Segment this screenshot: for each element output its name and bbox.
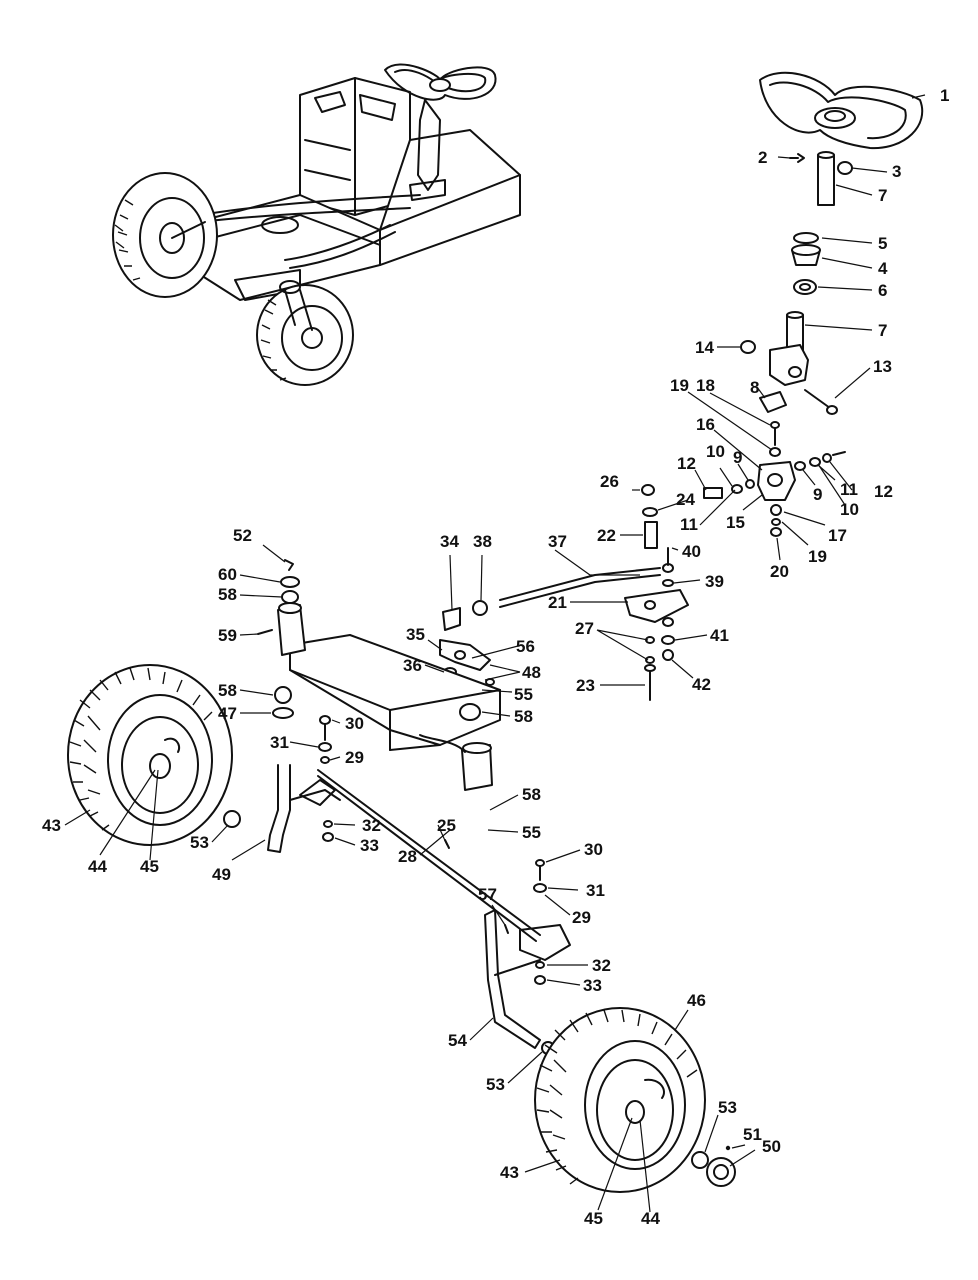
drag-link-assembly bbox=[499, 547, 689, 701]
callout-60: 60 bbox=[218, 565, 237, 584]
callout-58b: 58 bbox=[218, 681, 237, 700]
callout-11b: 11 bbox=[680, 515, 698, 534]
callout-10: 10 bbox=[706, 442, 725, 461]
callout-46: 46 bbox=[687, 991, 706, 1010]
callout-33: 33 bbox=[360, 836, 379, 855]
callout-43b: 43 bbox=[500, 1163, 519, 1182]
steering-wheel-part bbox=[759, 71, 923, 150]
callout-27: 27 bbox=[575, 619, 594, 638]
callout-50: 50 bbox=[762, 1137, 781, 1156]
callout-44b: 44 bbox=[641, 1209, 660, 1228]
steering-shaft-bracket bbox=[740, 311, 838, 415]
callout-55: 55 bbox=[514, 685, 533, 704]
callout-15: 15 bbox=[726, 513, 745, 532]
callout-16: 16 bbox=[696, 415, 715, 434]
callout-19: 19 bbox=[670, 376, 689, 395]
callout-47: 47 bbox=[218, 704, 237, 723]
callout-14: 14 bbox=[695, 338, 714, 357]
callout-1: 1 bbox=[940, 86, 949, 105]
callout-17: 17 bbox=[828, 526, 847, 545]
steering-column-parts bbox=[789, 151, 853, 295]
callout-49: 49 bbox=[212, 865, 231, 884]
callout-54: 54 bbox=[448, 1031, 467, 1050]
callout-23: 23 bbox=[576, 676, 595, 695]
callout-36: 36 bbox=[403, 656, 422, 675]
callout-44: 44 bbox=[88, 857, 107, 876]
front-axle-housing bbox=[277, 602, 501, 791]
callout-18: 18 bbox=[696, 376, 715, 395]
callout-22: 22 bbox=[597, 526, 616, 545]
callout-48: 48 bbox=[522, 663, 541, 682]
callout-53b: 53 bbox=[486, 1075, 505, 1094]
callout-32: 32 bbox=[362, 816, 381, 835]
callout-35: 35 bbox=[406, 625, 425, 644]
callout-38: 38 bbox=[473, 532, 492, 551]
callout-7b: 7 bbox=[878, 321, 887, 340]
callout-58c: 58 bbox=[514, 707, 533, 726]
callout-5: 5 bbox=[878, 234, 887, 253]
callout-33b: 33 bbox=[583, 976, 602, 995]
callout-13: 13 bbox=[873, 357, 892, 376]
callout-39: 39 bbox=[705, 572, 724, 591]
tie-rod-spindle bbox=[223, 715, 571, 1055]
callout-31: 31 bbox=[270, 733, 289, 752]
callout-20: 20 bbox=[770, 562, 789, 581]
callout-4: 4 bbox=[878, 259, 888, 278]
callout-56: 56 bbox=[516, 637, 535, 656]
callout-32b: 32 bbox=[592, 956, 611, 975]
left-spindle-parts bbox=[257, 559, 300, 719]
gear-housing bbox=[641, 421, 846, 549]
callout-30: 30 bbox=[345, 714, 364, 733]
callout-42: 42 bbox=[692, 675, 711, 694]
callout-24: 24 bbox=[676, 490, 695, 509]
callout-10b: 10 bbox=[840, 500, 859, 519]
callout-7: 7 bbox=[878, 186, 887, 205]
tractor-overview bbox=[112, 63, 521, 386]
callout-53: 53 bbox=[190, 833, 209, 852]
leader-lines bbox=[64, 94, 926, 1213]
callout-31b: 31 bbox=[586, 881, 605, 900]
callout-51: 51 bbox=[743, 1125, 762, 1144]
callout-53c: 53 bbox=[718, 1098, 737, 1117]
callout-labels: 1 2 3 7 5 4 6 7 14 13 8 18 19 16 10 9 12… bbox=[42, 86, 949, 1228]
callout-55b: 55 bbox=[522, 823, 541, 842]
callout-26: 26 bbox=[600, 472, 619, 491]
callout-58d: 58 bbox=[522, 785, 541, 804]
callout-11: 11 bbox=[840, 480, 858, 499]
callout-28: 28 bbox=[398, 847, 417, 866]
callout-29b: 29 bbox=[572, 908, 591, 927]
callout-12b: 12 bbox=[874, 482, 893, 501]
callout-37: 37 bbox=[548, 532, 567, 551]
callout-21: 21 bbox=[548, 593, 567, 612]
callout-25: 25 bbox=[437, 816, 456, 835]
callout-57: 57 bbox=[478, 885, 497, 904]
callout-6: 6 bbox=[878, 281, 887, 300]
callout-9: 9 bbox=[733, 448, 742, 467]
callout-45b: 45 bbox=[584, 1209, 603, 1228]
callout-43: 43 bbox=[42, 816, 61, 835]
callout-9b: 9 bbox=[813, 485, 822, 504]
callout-8: 8 bbox=[750, 378, 759, 397]
callout-3: 3 bbox=[892, 162, 901, 181]
callout-12: 12 bbox=[677, 454, 696, 473]
callout-52: 52 bbox=[233, 526, 252, 545]
callout-40: 40 bbox=[682, 542, 701, 561]
callout-58: 58 bbox=[218, 585, 237, 604]
right-front-wheel bbox=[534, 1007, 736, 1193]
callout-41: 41 bbox=[710, 626, 729, 645]
callout-30b: 30 bbox=[584, 840, 603, 859]
callout-2: 2 bbox=[758, 148, 767, 167]
callout-19b: 19 bbox=[808, 547, 827, 566]
left-front-wheel bbox=[67, 664, 233, 846]
callout-34: 34 bbox=[440, 532, 459, 551]
callout-59: 59 bbox=[218, 626, 237, 645]
callout-45: 45 bbox=[140, 857, 159, 876]
callout-29: 29 bbox=[345, 748, 364, 767]
